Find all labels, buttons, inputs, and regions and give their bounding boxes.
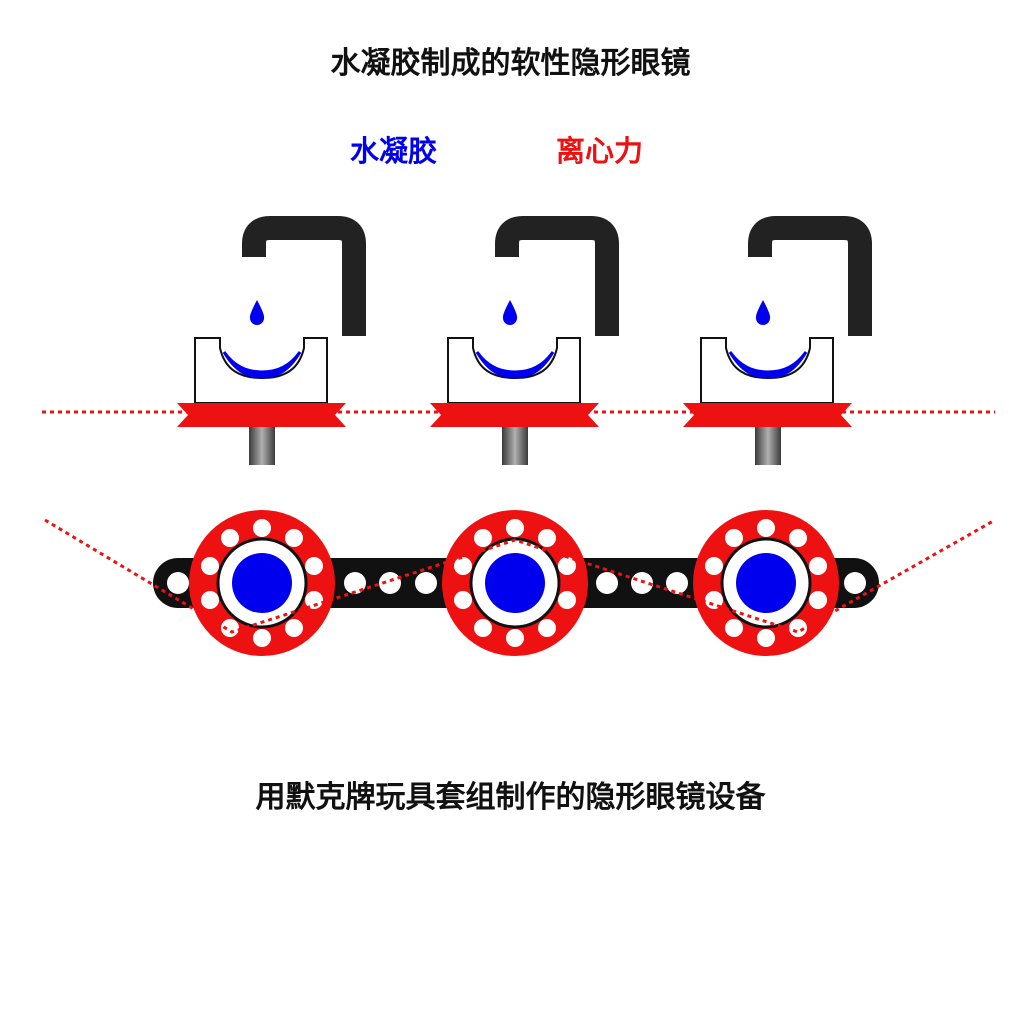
dispenser-nozzle xyxy=(242,216,366,336)
label-centrifugal-force: 离心力 xyxy=(556,134,644,168)
hydrogel-lens xyxy=(222,351,302,379)
hydrogel-drop xyxy=(249,300,265,325)
mould-station xyxy=(177,216,366,465)
rotation-band xyxy=(177,403,346,427)
spinning-gear xyxy=(189,510,335,656)
diagram-title: 水凝胶制成的软性隐形眼镜 xyxy=(330,46,691,81)
label-hydrogel: 水凝胶 xyxy=(350,134,438,168)
force-line-bottom xyxy=(44,518,996,634)
diagram-caption: 用默克牌玩具套组制作的隐形眼镜设备 xyxy=(255,780,766,815)
spindle-rod xyxy=(249,427,275,465)
